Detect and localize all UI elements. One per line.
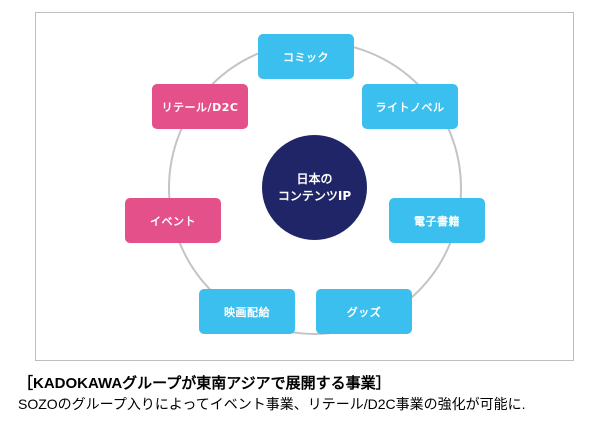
center-line2: コンテンツIP <box>277 188 352 203</box>
node-goods: グッズ <box>316 289 412 334</box>
caption-title: ［KADOKAWAグループが東南アジアで展開する事業］ <box>18 375 391 392</box>
node-film-distribution: 映画配給 <box>199 289 295 334</box>
node-retail-d2c: リテール/D2C <box>152 84 248 129</box>
node-ebook: 電子書籍 <box>389 198 485 243</box>
node-comic: コミック <box>258 34 354 79</box>
center-japan-content-ip: 日本の コンテンツIP <box>262 135 367 240</box>
node-event: イベント <box>125 198 221 243</box>
center-line1: 日本の <box>296 171 333 186</box>
caption-body: SOZOのグループ入りによってイベント事業、リテール/D2C事業の強化が可能に. <box>18 396 526 412</box>
diagram-frame <box>35 12 574 361</box>
node-light-novel: ライトノベル <box>362 84 458 129</box>
